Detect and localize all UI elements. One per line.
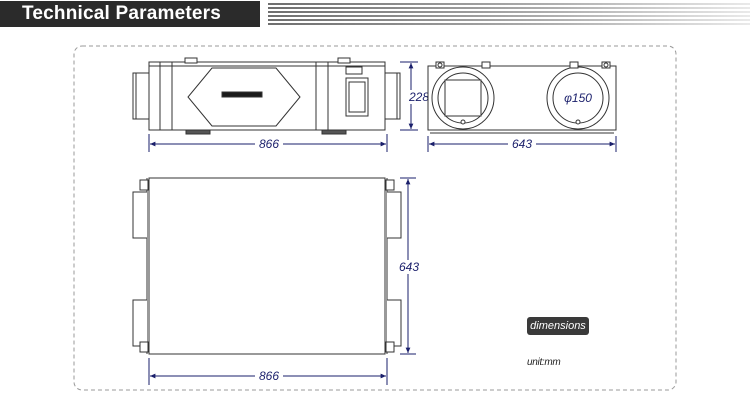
top-depth-label: 643 — [399, 260, 419, 274]
dashed-frame — [73, 45, 677, 391]
front-clip — [481, 61, 491, 69]
front-screw — [575, 119, 581, 125]
side-top-connector — [345, 66, 363, 75]
side-top-clip-right — [337, 57, 351, 64]
side-left-duct — [132, 72, 150, 120]
side-top-clip-left — [184, 57, 198, 64]
side-view — [132, 57, 401, 135]
top-right-duct-upper — [387, 191, 402, 239]
top-bracket — [139, 179, 149, 191]
top-bracket — [385, 341, 395, 353]
top-width-label: 866 — [259, 369, 279, 383]
top-view — [132, 177, 402, 355]
side-foot-left — [185, 129, 211, 135]
duct-diameter-label: φ150 — [564, 91, 592, 105]
title-box: Technical Parameters — [0, 1, 260, 27]
left-duct-square — [444, 79, 482, 117]
side-foot-right — [321, 129, 347, 135]
top-left-duct-upper — [132, 191, 147, 239]
top-right-duct-lower — [387, 299, 402, 347]
side-width-label: 866 — [259, 137, 279, 151]
page-title: Technical Parameters — [22, 3, 222, 24]
top-left-duct-lower — [132, 299, 147, 347]
core-slot — [221, 91, 263, 98]
header-bar: Technical Parameters — [0, 0, 750, 30]
front-screw — [460, 119, 466, 125]
top-view-body — [148, 177, 386, 355]
side-right-duct — [384, 72, 401, 120]
top-bracket — [139, 341, 149, 353]
front-view — [427, 61, 617, 134]
front-width-label: 643 — [512, 137, 532, 151]
front-screw — [603, 62, 609, 68]
top-bracket — [385, 179, 395, 191]
front-clip — [569, 61, 579, 69]
header-stripes — [268, 3, 750, 25]
side-height-label: 228 — [408, 90, 429, 104]
unit-label: unit:mm — [527, 357, 561, 368]
front-screw — [437, 62, 443, 68]
dimensions-badge: dimensions — [527, 317, 589, 335]
